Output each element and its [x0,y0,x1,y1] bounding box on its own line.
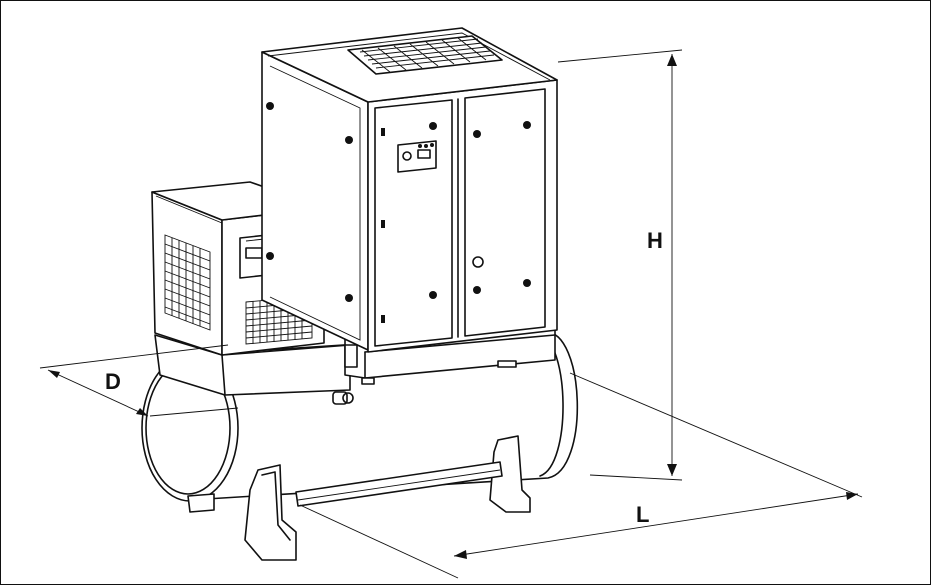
dryer-side-grille [164,234,211,331]
top-vent-grille [347,35,503,75]
length-label: L [636,502,649,527]
dimension-lines [39,49,863,579]
depth-label: D [105,369,121,394]
compressor-cabinet [261,27,558,385]
compressor-controller [397,140,437,173]
height-label: H [647,228,663,253]
